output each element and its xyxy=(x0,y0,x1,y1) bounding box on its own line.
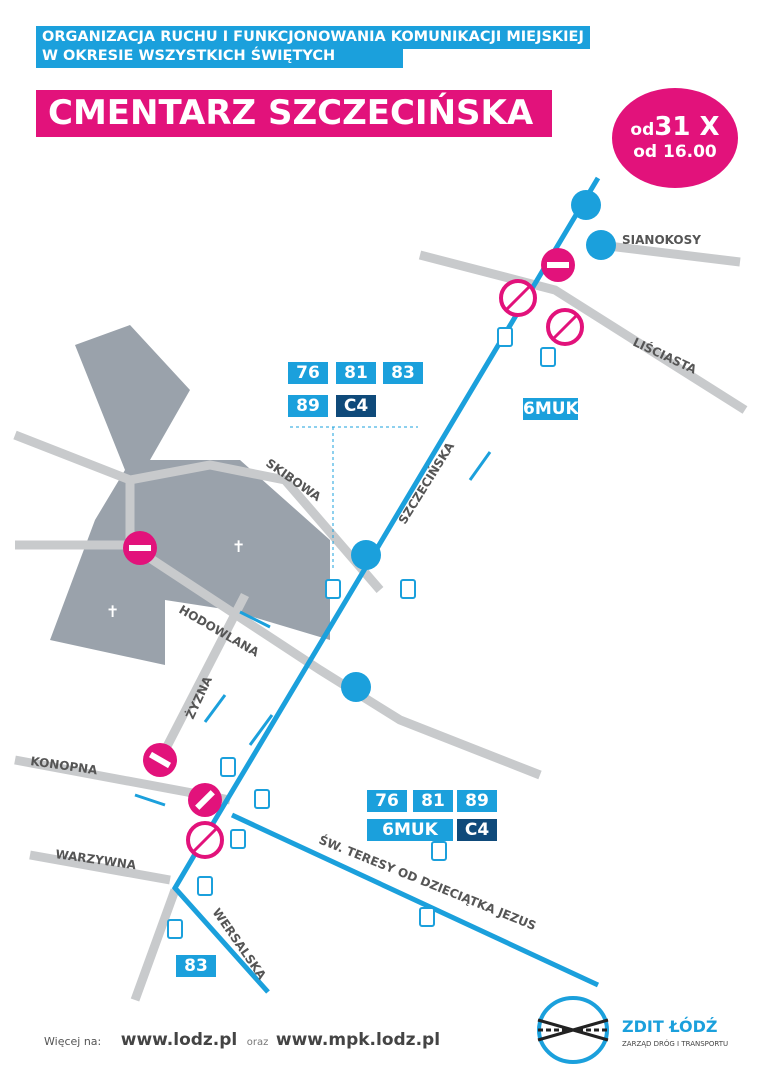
footer-oraz: oraz xyxy=(246,1037,269,1048)
street-lisciasta: LIŚCIASTA xyxy=(631,334,700,377)
link-mpk[interactable]: www.mpk.lodz.pl xyxy=(275,1030,441,1050)
page-title: CMENTARZ SZCZECIŃSKA xyxy=(36,90,552,137)
route-badge: 6MUK xyxy=(367,819,453,841)
route-badge: 81 xyxy=(413,790,453,812)
route-badge: 89 xyxy=(288,395,328,417)
route-badge: 6MUK xyxy=(523,398,579,420)
link-lodz[interactable]: www.lodz.pl xyxy=(120,1030,238,1050)
route-badge: 76 xyxy=(367,790,407,812)
street-wersalska: WERSALSKA xyxy=(210,906,270,983)
street-szczecinska: SZCZECIŃSKA xyxy=(395,439,458,527)
route-badge: 81 xyxy=(336,362,376,384)
svg-text:✝: ✝ xyxy=(106,602,119,621)
footer: Więcej na: www.lodz.pl oraz www.mpk.lodz… xyxy=(44,1030,440,1050)
route-badge: 89 xyxy=(457,790,497,812)
route-badge: C4 xyxy=(457,819,497,841)
date-day: 31 X xyxy=(654,112,720,142)
route-badge: 83 xyxy=(176,955,216,977)
logo-name: ZDIT ŁÓDŹ xyxy=(622,1017,718,1036)
logo-sub: ZARZĄD DRÓG I TRANSPORTU xyxy=(622,1040,729,1048)
direction-arrows xyxy=(134,451,492,807)
no-entry-signs xyxy=(123,248,575,817)
bus-stop-icons xyxy=(167,327,556,939)
header-line2: W OKRESIE WSZYSTKICH ŚWIĘTYCH xyxy=(36,47,403,68)
date-badge: od31 X od 16.00 xyxy=(612,88,738,188)
cross-icons: ✝ ✝ ✝ xyxy=(106,409,245,621)
no-turn-signs xyxy=(186,279,584,859)
street-konopna: KONOPNA xyxy=(30,754,99,777)
roads xyxy=(13,240,748,1002)
svg-text:✝: ✝ xyxy=(232,537,245,556)
cemetery xyxy=(50,325,330,665)
route-badge: C4 xyxy=(336,395,376,417)
route-badge: 76 xyxy=(288,362,328,384)
route-badge: 83 xyxy=(383,362,423,384)
header-line1: ORGANIZACJA RUCHU I FUNKCJONOWANIA KOMUN… xyxy=(36,26,590,49)
footer-label: Więcej na: xyxy=(44,1035,102,1048)
street-sianokosy: SIANOKOSY xyxy=(622,233,701,247)
turn-arrow-signs xyxy=(341,190,616,702)
svg-text:✝: ✝ xyxy=(174,409,187,428)
date-prefix: od xyxy=(630,120,655,140)
date-time: od 16.00 xyxy=(633,142,717,162)
